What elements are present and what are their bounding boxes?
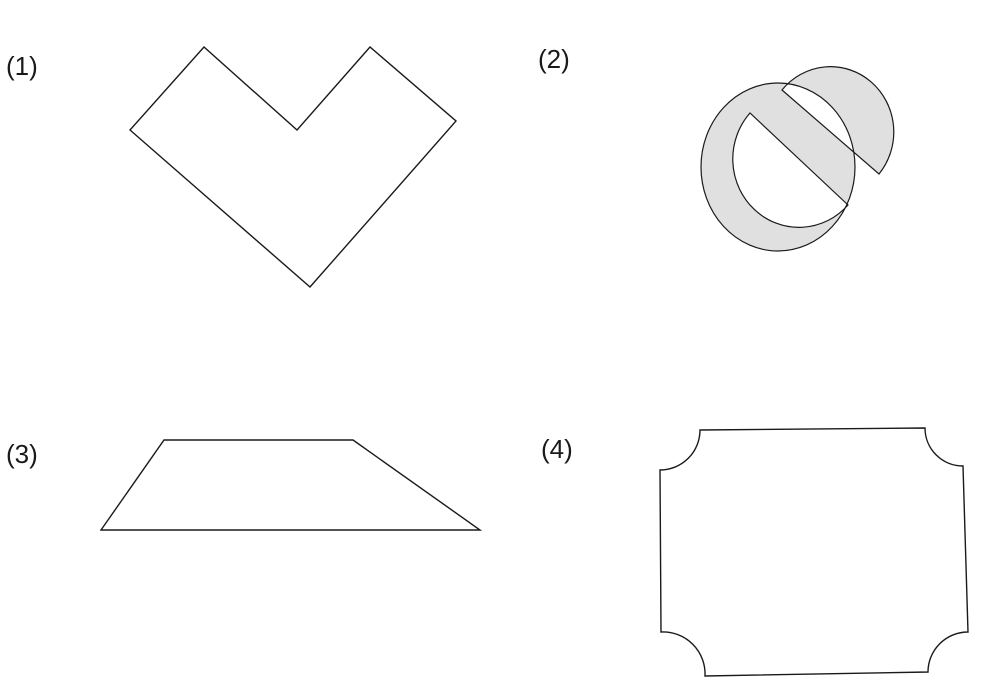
figure-label-2: (2) <box>538 44 570 74</box>
concave-corner-rectangle <box>659 427 969 677</box>
figure-label-1: (1) <box>6 51 38 81</box>
v-shape-polygon <box>129 46 457 288</box>
figure-label-4: (4) <box>541 434 573 464</box>
trapezoid <box>99 439 483 531</box>
figure-label-3: (3) <box>6 439 38 469</box>
prohibition-sign-icon <box>700 66 895 252</box>
